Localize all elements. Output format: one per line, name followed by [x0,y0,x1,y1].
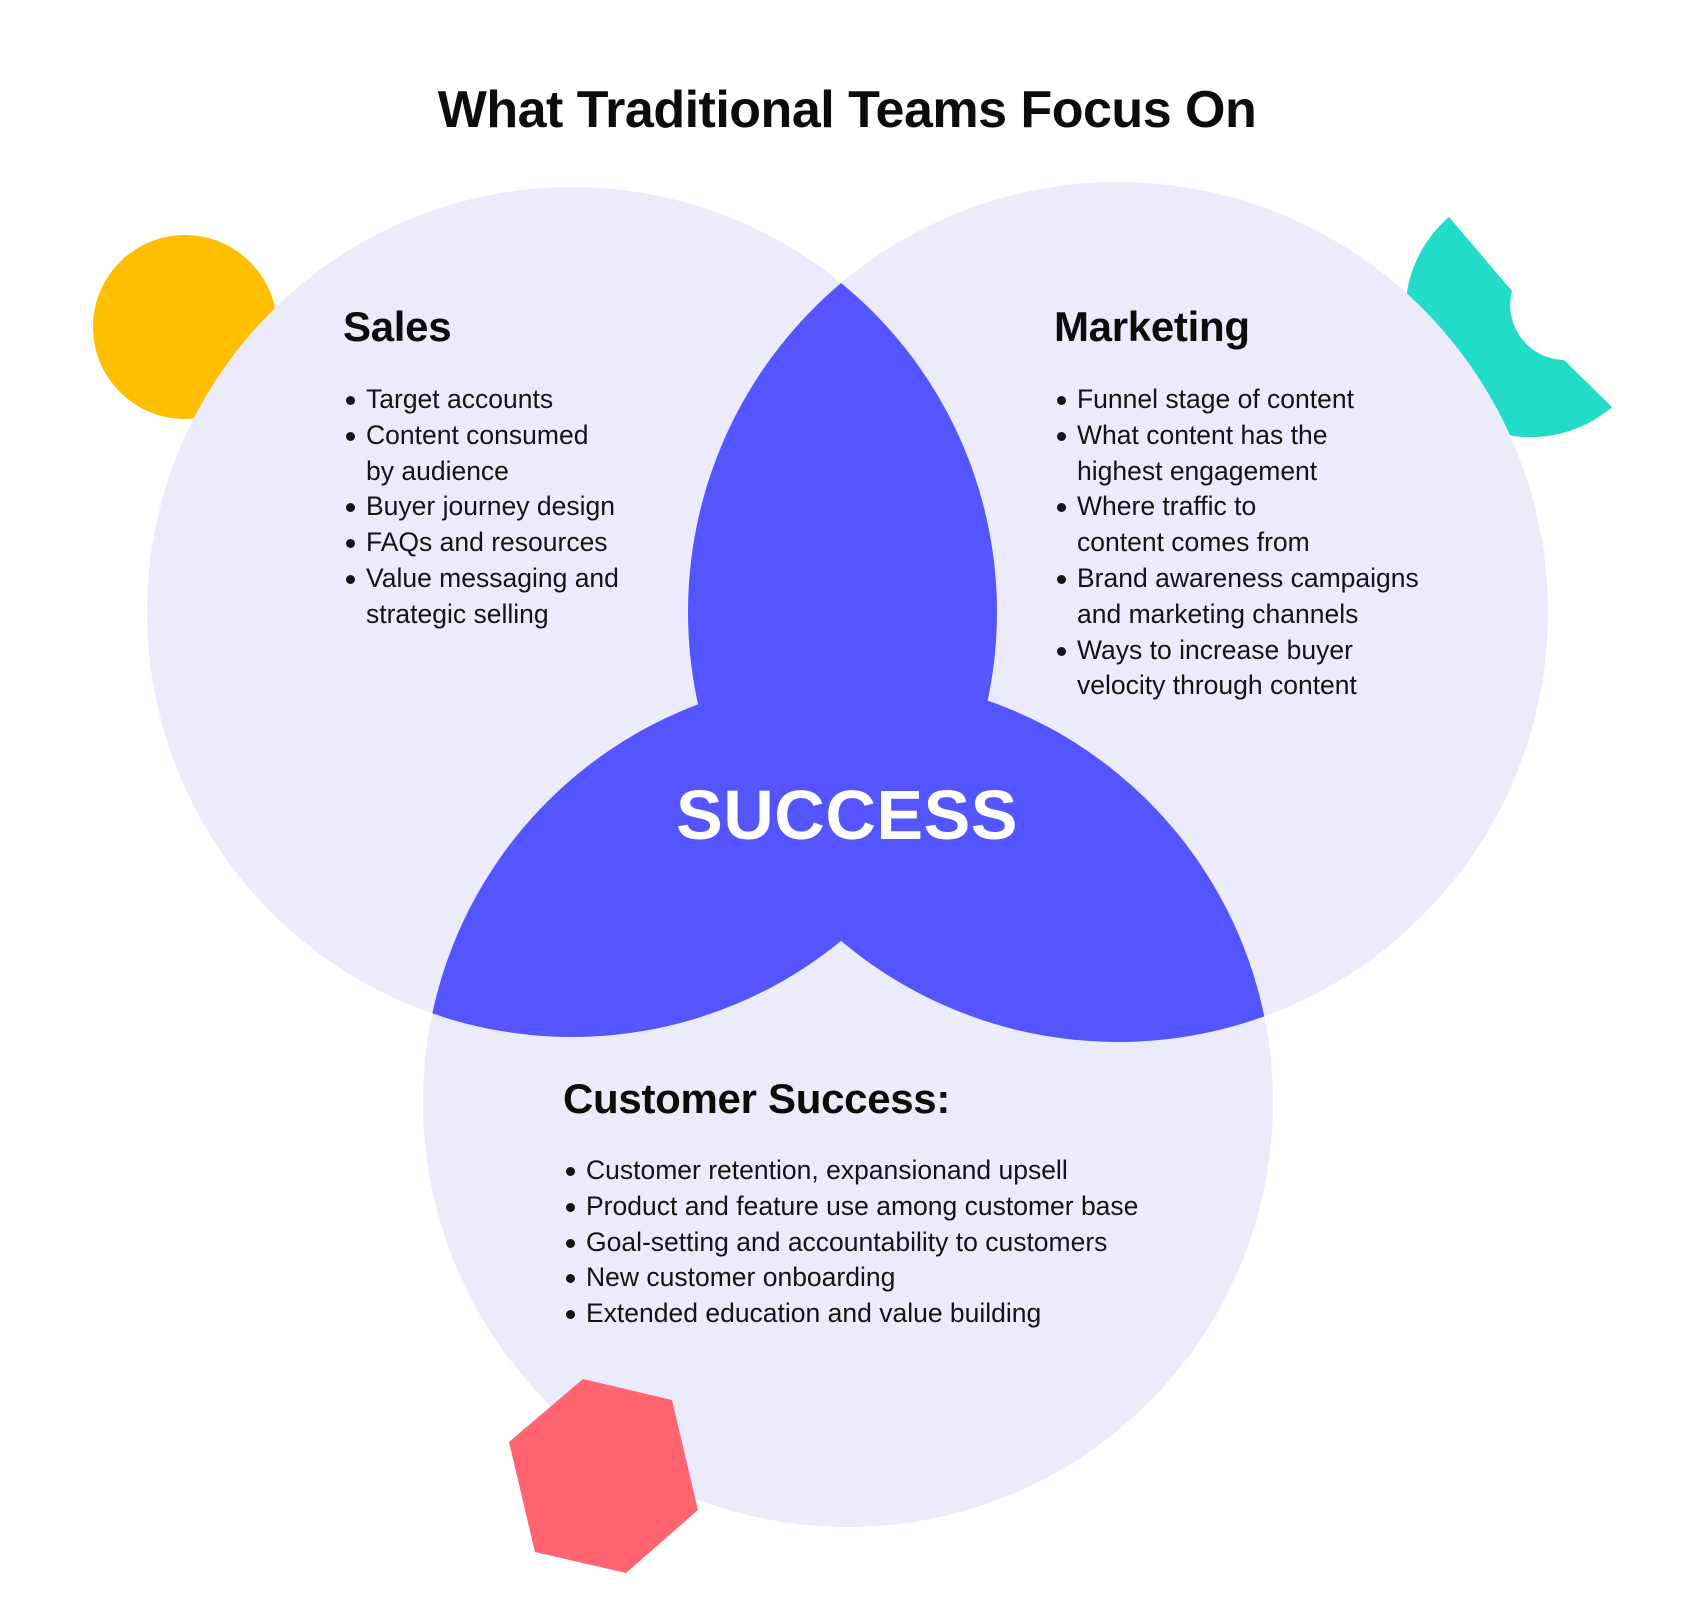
list-item: Value messaging and [343,561,619,597]
list-item: Goal-setting and accountability to custo… [563,1225,1138,1261]
customer-success-heading: Customer Success: [563,1075,951,1122]
list-item: Where traffic to [1054,489,1419,525]
sales-list: Target accounts Content consumed by audi… [343,382,619,633]
list-item: content comes from [1077,527,1310,558]
list-item: strategic selling [366,598,549,629]
customer-success-list: Customer retention, expansionand upsell … [563,1153,1138,1332]
sales-heading: Sales [343,303,452,350]
page-title: What Traditional Teams Focus On [437,81,1257,139]
list-item: Content consumed [343,418,619,454]
list-item: What content has the [1054,418,1419,454]
list-item: Extended education and value building [563,1296,1138,1332]
marketing-heading: Marketing [1054,303,1250,350]
list-item: highest engagement [1077,455,1318,486]
list-item: velocity through content [1077,670,1357,701]
list-item: Target accounts [343,382,619,418]
red-hexagon-shape [509,1379,698,1573]
list-item: Funnel stage of content [1054,382,1419,418]
list-item: and marketing channels [1077,598,1359,629]
list-item: New customer onboarding [563,1260,1138,1296]
list-item: Ways to increase buyer [1054,633,1419,669]
list-item: Customer retention, expansionand upsell [563,1153,1138,1189]
center-success-label: SUCCESS [676,776,1018,854]
list-item: FAQs and resources [343,525,619,561]
list-item: by audience [366,455,509,486]
list-item: Product and feature use among customer b… [563,1189,1138,1225]
marketing-list: Funnel stage of content What content has… [1054,382,1419,704]
list-item: Brand awareness campaigns [1054,561,1419,597]
list-item: Buyer journey design [343,489,619,525]
